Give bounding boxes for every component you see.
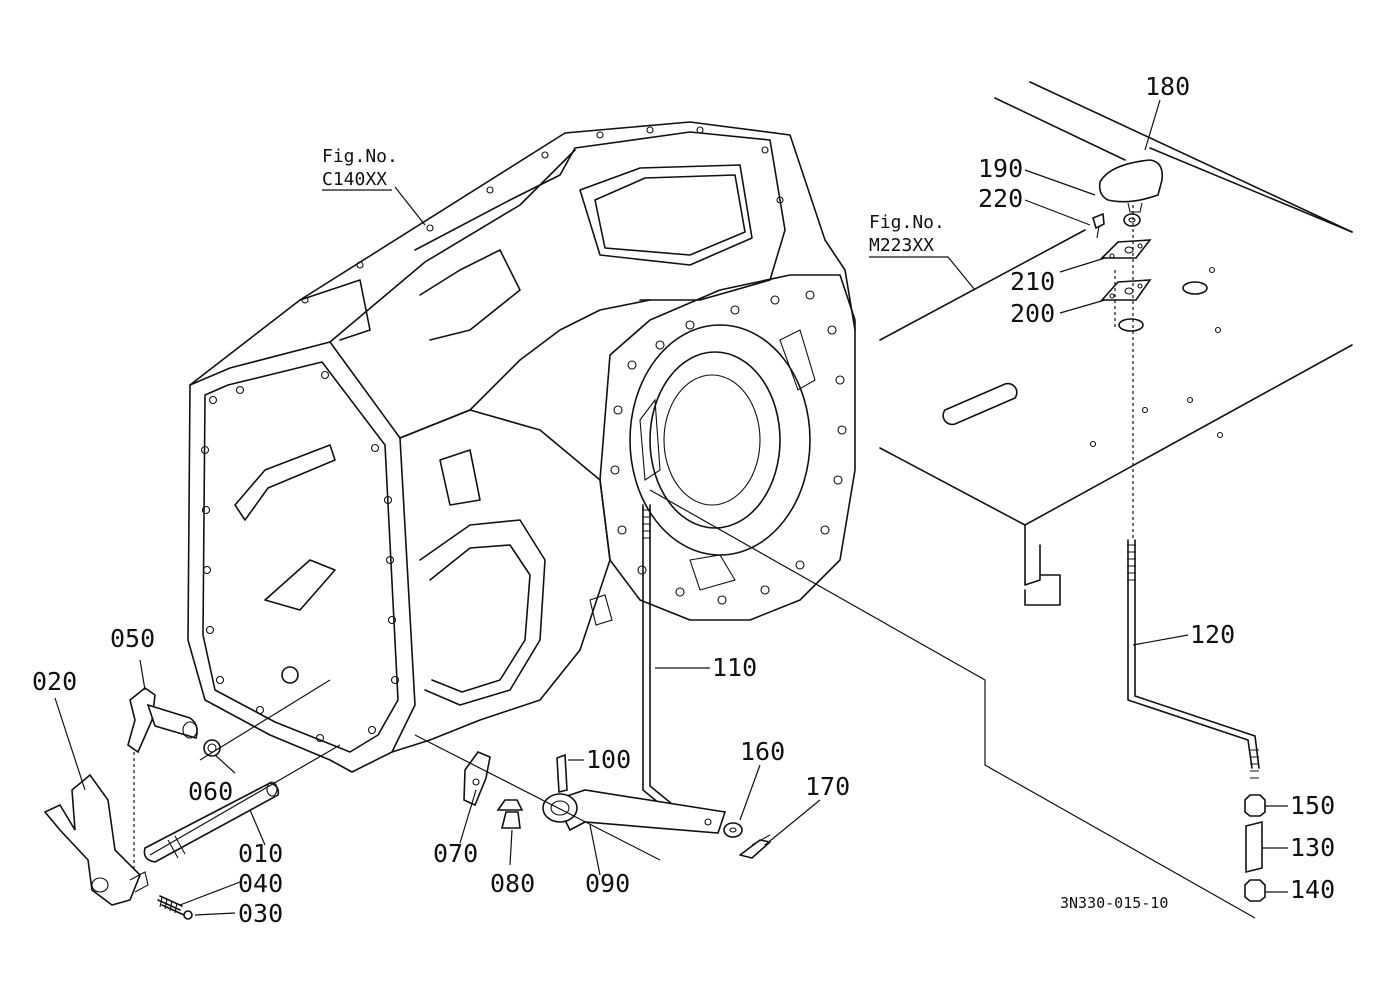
rod-110 xyxy=(642,504,673,809)
label-040: 040 xyxy=(238,869,283,898)
floor-plate xyxy=(879,81,1353,606)
label-190: 190 xyxy=(978,154,1023,183)
label-160: 160 xyxy=(740,737,785,766)
label-030: 030 xyxy=(238,899,283,928)
part-leader-lines xyxy=(54,99,1288,916)
label-020: 020 xyxy=(32,667,77,696)
rod-120 xyxy=(1127,539,1266,902)
label-120: 120 xyxy=(1190,620,1235,649)
label-050: 050 xyxy=(110,624,155,653)
diagram-code: 3N330-015-10 xyxy=(1060,894,1168,912)
lever-assembly xyxy=(542,753,771,859)
figure-ref-m223-code: M223XX xyxy=(869,235,934,256)
label-130: 130 xyxy=(1290,833,1335,862)
figure-ref-c140-title: Fig.No. xyxy=(322,146,398,167)
knob-assembly xyxy=(1092,159,1164,540)
label-080: 080 xyxy=(490,869,535,898)
label-060: 060 xyxy=(188,777,233,806)
label-110: 110 xyxy=(712,653,757,682)
fork-020 xyxy=(43,773,193,920)
label-150: 150 xyxy=(1290,791,1335,820)
figure-reference-lines xyxy=(149,186,1256,919)
label-140: 140 xyxy=(1290,875,1335,904)
figure-ref-c140-code: C140XX xyxy=(322,169,387,190)
transmission-case xyxy=(187,121,856,773)
label-180: 180 xyxy=(1145,72,1190,101)
label-010: 010 xyxy=(238,839,283,868)
label-220: 220 xyxy=(978,184,1023,213)
bracket-070 xyxy=(463,751,524,829)
label-210: 210 xyxy=(1010,267,1055,296)
label-200: 200 xyxy=(1010,299,1055,328)
label-100: 100 xyxy=(586,745,631,774)
label-170: 170 xyxy=(805,772,850,801)
label-090: 090 xyxy=(585,869,630,898)
figure-ref-m223-title: Fig.No. xyxy=(869,212,945,233)
arm-050 xyxy=(127,687,221,880)
part-labels: Fig.No. C140XX Fig.No. M223XX 180 190 22… xyxy=(32,72,1335,928)
label-070: 070 xyxy=(433,839,478,868)
